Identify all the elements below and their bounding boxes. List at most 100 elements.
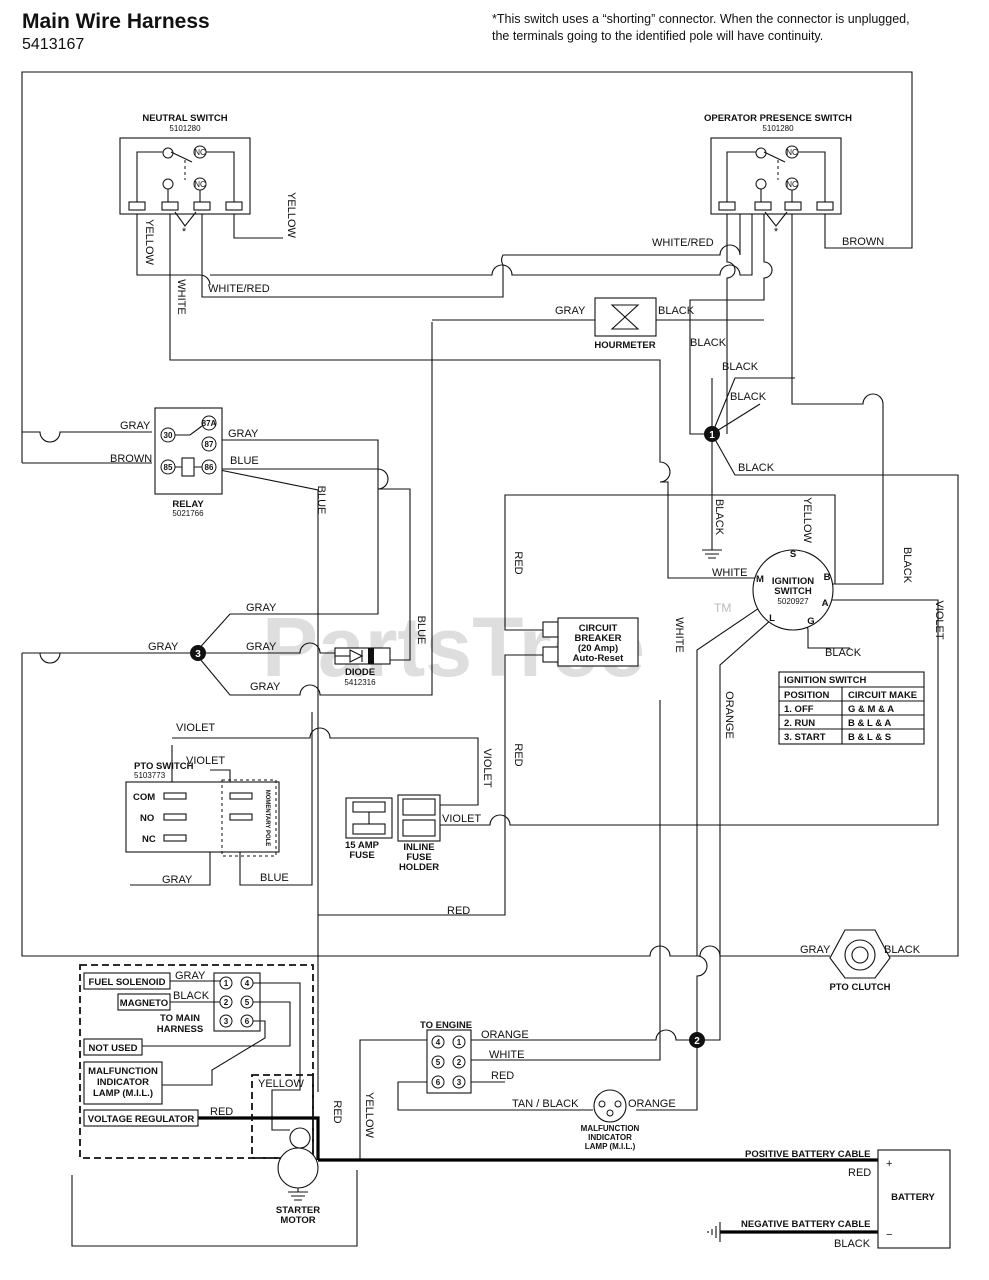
svg-text:RED: RED xyxy=(491,1070,514,1082)
svg-text:NC: NC xyxy=(142,834,156,845)
svg-text:−: − xyxy=(886,1229,892,1241)
svg-text:BATTERY: BATTERY xyxy=(891,1192,935,1203)
svg-text:BLUE: BLUE xyxy=(315,486,327,515)
svg-text:NEGATIVE BATTERY CABLE: NEGATIVE BATTERY CABLE xyxy=(741,1219,871,1230)
mil-lamp: MALFUNCTION INDICATOR LAMP (M.I.L.) xyxy=(581,1089,640,1151)
svg-text:*: * xyxy=(182,226,187,238)
svg-text:15 AMP: 15 AMP xyxy=(345,840,380,851)
diode-part: 5412316 xyxy=(344,678,376,687)
svg-text:MAGNETO: MAGNETO xyxy=(120,998,168,1009)
svg-text:STARTER: STARTER xyxy=(276,1205,320,1216)
svg-text:FUSE: FUSE xyxy=(406,852,431,863)
svg-text:RED: RED xyxy=(210,1106,233,1118)
svg-text:ORANGE: ORANGE xyxy=(628,1098,676,1110)
svg-text:*: * xyxy=(774,226,779,238)
svg-text:RED: RED xyxy=(447,905,470,917)
ground-symbol-ignition xyxy=(702,545,722,559)
engine-harness: FUEL SOLENOID MAGNETO TO MAIN HARNESS 1 … xyxy=(79,964,314,1159)
svg-text:TO MAIN: TO MAIN xyxy=(160,1013,200,1024)
svg-text:3: 3 xyxy=(195,649,201,660)
neutral-switch-name: NEUTRAL SWITCH xyxy=(142,113,227,124)
svg-text:5103773: 5103773 xyxy=(134,771,166,780)
shorting-note-line-2: the terminals going to the identified po… xyxy=(492,29,824,43)
operator-switch-part: 5101280 xyxy=(762,124,794,133)
svg-text:B & L & A: B & L & A xyxy=(848,718,891,729)
svg-text:4: 4 xyxy=(245,979,250,988)
svg-text:1: 1 xyxy=(224,979,229,988)
svg-text:S: S xyxy=(790,549,796,560)
svg-text:GRAY: GRAY xyxy=(228,428,259,440)
svg-text:FUSE: FUSE xyxy=(349,850,374,861)
svg-text:BLACK: BLACK xyxy=(834,1238,871,1250)
svg-text:VIOLET: VIOLET xyxy=(933,600,945,639)
svg-text:VIOLET: VIOLET xyxy=(481,748,493,787)
svg-text:IGNITION SWITCH: IGNITION SWITCH xyxy=(784,675,866,686)
svg-text:IGNITION: IGNITION xyxy=(772,576,814,587)
svg-text:FUEL SOLENOID: FUEL SOLENOID xyxy=(89,977,166,988)
svg-text:SWITCH: SWITCH xyxy=(774,586,812,597)
hourmeter-name: HOURMETER xyxy=(594,340,655,351)
svg-text:BREAKER: BREAKER xyxy=(575,633,622,644)
svg-text:LAMP (M.I.L.): LAMP (M.I.L.) xyxy=(93,1088,153,1099)
svg-text:VIOLET: VIOLET xyxy=(442,813,481,825)
svg-text:2: 2 xyxy=(694,1036,700,1047)
svg-text:MOTOR: MOTOR xyxy=(280,1215,315,1226)
svg-text:WHITE: WHITE xyxy=(489,1049,524,1061)
relay-name: RELAY xyxy=(172,499,204,510)
splice-2: 2 xyxy=(689,1032,705,1048)
svg-text:GRAY: GRAY xyxy=(246,641,277,653)
svg-text:ORANGE: ORANGE xyxy=(481,1029,529,1041)
svg-text:BLACK: BLACK xyxy=(884,944,921,956)
svg-text:87A: 87A xyxy=(202,419,217,428)
svg-text:LAMP (M.I.L.): LAMP (M.I.L.) xyxy=(585,1142,636,1151)
svg-text:YELLOW: YELLOW xyxy=(801,497,813,543)
svg-text:POSITION: POSITION xyxy=(784,690,830,701)
battery: + − BATTERY xyxy=(877,1149,951,1249)
svg-text:INDICATOR: INDICATOR xyxy=(97,1077,149,1088)
svg-text:WHITE: WHITE xyxy=(673,617,685,652)
svg-text:BLACK: BLACK xyxy=(901,547,913,584)
circuit-breaker: CIRCUIT BREAKER (20 Amp) Auto-Reset xyxy=(542,617,639,667)
svg-text:2. RUN: 2. RUN xyxy=(784,718,815,729)
svg-text:BLUE: BLUE xyxy=(230,455,259,467)
svg-text:YELLOW: YELLOW xyxy=(258,1078,304,1090)
wires xyxy=(21,71,959,1247)
svg-text:YELLOW: YELLOW xyxy=(143,219,155,265)
fuse: 15 AMP FUSE xyxy=(345,797,393,861)
svg-text:B & L & S: B & L & S xyxy=(848,732,891,743)
svg-text:Auto-Reset: Auto-Reset xyxy=(573,653,625,664)
svg-text:TAN / BLACK: TAN / BLACK xyxy=(512,1098,579,1110)
svg-text:WHITE/RED: WHITE/RED xyxy=(652,237,714,249)
svg-text:5020927: 5020927 xyxy=(777,597,809,606)
svg-text:86: 86 xyxy=(205,463,214,472)
part-number: 5413167 xyxy=(22,36,85,53)
watermark-tm: TM xyxy=(714,601,731,615)
svg-text:RED: RED xyxy=(848,1167,871,1179)
ignition-switch: IGNITION SWITCH 5020927 S M B A L G xyxy=(752,549,834,631)
svg-text:GRAY: GRAY xyxy=(800,944,831,956)
svg-text:G & M & A: G & M & A xyxy=(848,704,894,715)
svg-text:NC: NC xyxy=(786,148,798,157)
battery-cables xyxy=(198,1116,878,1234)
splice-3: 3 xyxy=(190,645,206,661)
inline-fuse-holder: INLINE FUSE HOLDER xyxy=(397,794,441,873)
svg-text:GRAY: GRAY xyxy=(120,420,151,432)
svg-text:WHITE: WHITE xyxy=(175,279,187,314)
svg-text:GRAY: GRAY xyxy=(162,874,193,886)
svg-text:BLACK: BLACK xyxy=(658,305,695,317)
svg-text:BLACK: BLACK xyxy=(722,361,759,373)
svg-text:1: 1 xyxy=(709,430,715,441)
svg-text:INLINE: INLINE xyxy=(403,842,434,853)
svg-text:PTO SWITCH: PTO SWITCH xyxy=(134,761,194,772)
svg-text:GRAY: GRAY xyxy=(175,970,206,982)
svg-text:+: + xyxy=(886,1158,892,1170)
svg-text:INDICATOR: INDICATOR xyxy=(588,1133,632,1142)
pto-switch: PTO SWITCH 5103773 COM NO NC MOMENTARY P… xyxy=(125,761,280,857)
svg-text:CIRCUIT MAKE: CIRCUIT MAKE xyxy=(848,690,917,701)
svg-text:B: B xyxy=(824,572,831,583)
svg-text:BLACK: BLACK xyxy=(730,391,767,403)
svg-text:NC: NC xyxy=(194,148,206,157)
svg-text:1. OFF: 1. OFF xyxy=(784,704,814,715)
svg-text:BLACK: BLACK xyxy=(825,647,862,659)
